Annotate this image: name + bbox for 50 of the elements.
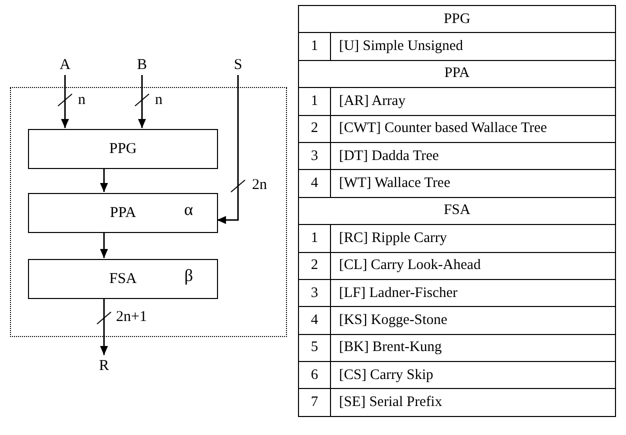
row-number-cell: 6 bbox=[298, 362, 330, 389]
arrow bbox=[138, 75, 146, 128]
method-name-cell: [CS] Carry Skip bbox=[330, 362, 616, 389]
row-number-cell: 1 bbox=[298, 88, 330, 116]
method-name-cell: [U] Simple Unsigned bbox=[330, 32, 616, 60]
signal-label: A bbox=[55, 55, 75, 75]
parameter-symbol: β bbox=[184, 266, 193, 286]
block-label: PPA bbox=[110, 204, 136, 222]
bus-width-label: n bbox=[78, 92, 86, 108]
signal-label: B bbox=[132, 55, 152, 75]
bus-width-label: 2n+1 bbox=[116, 309, 147, 325]
parameter-symbol: α bbox=[184, 200, 193, 220]
block-label: FSA bbox=[109, 270, 137, 288]
row-number-cell: 3 bbox=[298, 142, 330, 170]
row-number-cell: 1 bbox=[298, 32, 330, 60]
dotted-boundary-box bbox=[10, 87, 287, 337]
arrow bbox=[61, 75, 69, 128]
bus-width-label: 2n bbox=[252, 177, 267, 193]
arrow bbox=[217, 75, 239, 224]
row-number-cell: 1 bbox=[298, 224, 330, 252]
method-name-cell: [LF] Ladner-Fischer bbox=[330, 279, 616, 307]
row-number-cell: 2 bbox=[298, 115, 330, 142]
block-box bbox=[28, 259, 218, 299]
method-name-cell: [WT] Wallace Tree bbox=[330, 170, 616, 198]
bus-width-label: n bbox=[155, 92, 162, 108]
row-number-cell: 4 bbox=[298, 170, 330, 198]
signal-label: S bbox=[228, 55, 248, 75]
method-name-cell: [KS] Kogge-Stone bbox=[330, 306, 616, 334]
section-header-cell: PPG bbox=[298, 6, 616, 33]
row-number-cell: 2 bbox=[298, 252, 330, 280]
row-number-cell: 4 bbox=[298, 306, 330, 334]
method-name-cell: [RC] Ripple Carry bbox=[330, 224, 616, 252]
arrow bbox=[100, 298, 108, 355]
arrow bbox=[100, 168, 108, 192]
section-header-cell: PPA bbox=[298, 60, 616, 88]
block-box bbox=[28, 193, 218, 233]
block-label: PPG bbox=[109, 140, 137, 158]
row-number-cell: 3 bbox=[298, 279, 330, 307]
section-header-cell: FSA bbox=[298, 197, 616, 225]
method-name-cell: [CWT] Counter based Wallace Tree bbox=[330, 115, 616, 142]
arrow bbox=[100, 232, 108, 258]
method-name-cell: [CL] Carry Look-Ahead bbox=[330, 252, 616, 280]
row-number-cell: 7 bbox=[298, 388, 330, 416]
method-name-cell: [SE] Serial Prefix bbox=[330, 388, 616, 416]
signal-label: R bbox=[94, 355, 114, 377]
method-name-cell: [DT] Dadda Tree bbox=[330, 142, 616, 170]
row-number-cell: 5 bbox=[298, 334, 330, 362]
method-name-cell: [BK] Brent-Kung bbox=[330, 334, 616, 362]
method-name-cell: [AR] Array bbox=[330, 88, 616, 116]
block-box bbox=[28, 129, 218, 169]
